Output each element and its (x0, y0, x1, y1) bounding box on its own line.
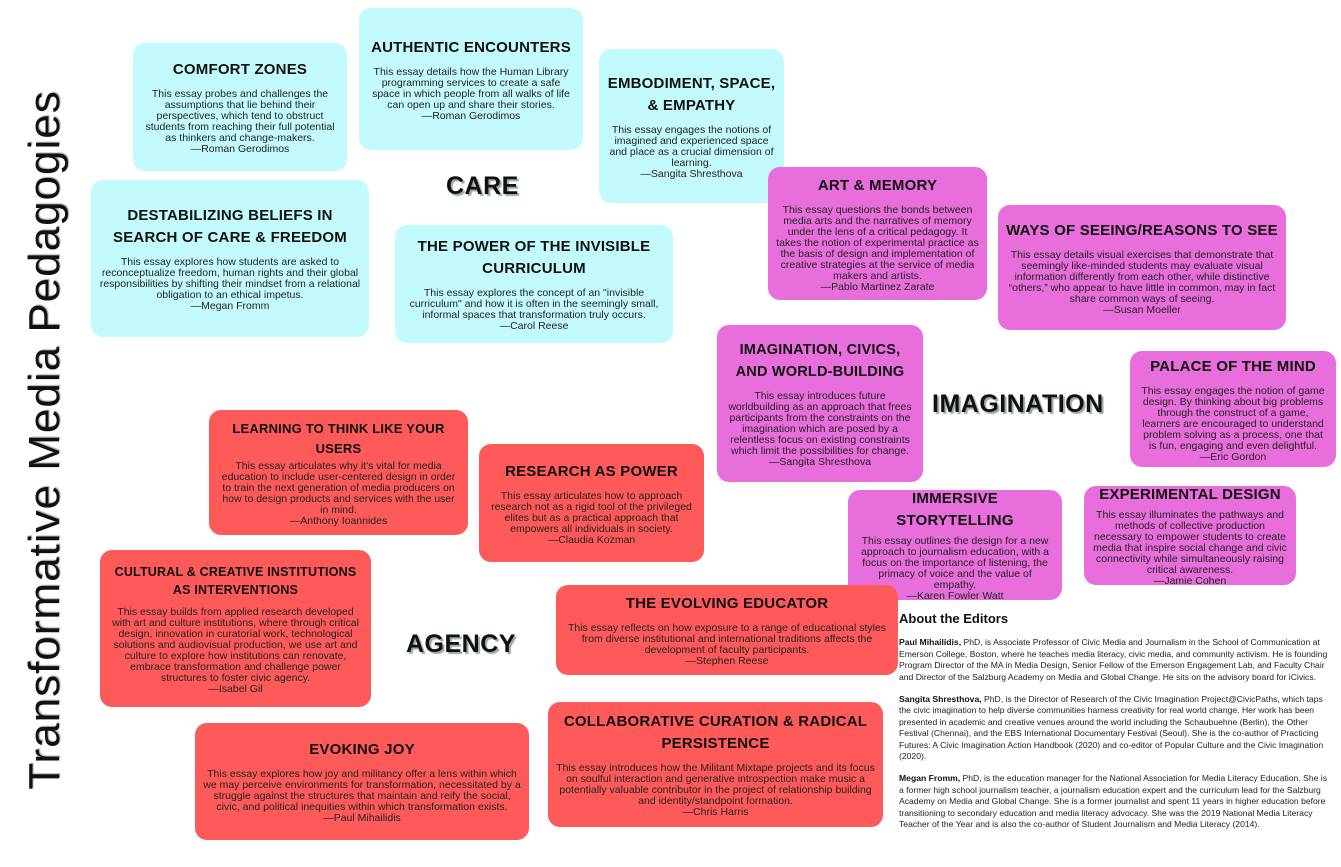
essay-author: —Megan Fromm (190, 300, 270, 312)
essay-title: EXPERIMENTAL DESIGN (1099, 486, 1281, 503)
essay-author: —Susan Moeller (1103, 303, 1181, 316)
essay-title: ART & MEMORY (817, 176, 938, 194)
essay-card-imagination: WAYS OF SEEING/REASONS TO SEE This essay … (998, 205, 1286, 330)
essay-card-imagination: IMMERSIVE STORYTELLING This essay outline… (848, 490, 1062, 602)
essay-title: COMFORT ZONES (172, 61, 308, 78)
essay-author: —Carol Reese (499, 320, 569, 332)
essay-title: IMAGINATION, CIVICS, AND WORLD-BUILDING (735, 342, 905, 380)
essay-title: THE POWER OF THE INVISIBLE CURRICULUM (417, 238, 651, 277)
page-title: Transformative Media Pedagogies (20, 90, 69, 790)
editor-name: Megan Fromm, (899, 773, 961, 784)
essay-card-imagination: EXPERIMENTAL DESIGN This essay illuminate… (1084, 486, 1296, 587)
essay-summary: This essay builds from applied research … (112, 605, 359, 684)
essay-card-imagination: PALACE OF THE MIND This essay engages the… (1130, 351, 1336, 467)
editor-name: Paul Mihailidis, (899, 637, 962, 648)
essay-author: —Jamie Cohen (1153, 575, 1227, 587)
essay-summary: This essay engages the notion of game de… (1141, 384, 1325, 452)
essay-summary: This essay details how the Human Library… (372, 65, 570, 111)
essay-title: IMMERSIVE STORYTELLING (896, 490, 1014, 529)
essay-author: —Claudia Kozman (547, 533, 636, 546)
essay-title: EMBODIMENT, SPACE, & EMPATHY (607, 74, 776, 114)
editor-bio: Sangita Shresthova, PhD, is the Director… (899, 694, 1329, 762)
essay-summary: This essay outlines the design for a new… (861, 535, 1049, 591)
essay-summary: This essay engages the notions of imagin… (609, 123, 774, 169)
essay-summary: This essay articulates how to approach r… (491, 489, 692, 535)
essay-summary: This essay articulates why it's vital fo… (221, 459, 456, 516)
essay-author: —Roman Gerodimos (190, 143, 290, 155)
essay-card-agency: EVOKING JOY This essay explores how joy a… (195, 723, 529, 840)
essay-card-care: EMBODIMENT, SPACE, & EMPATHY This essay e… (599, 49, 784, 203)
essay-author: —Karen Fowler Watt (906, 590, 1004, 602)
essay-author: —Sangita Shresthova (768, 456, 872, 468)
essay-summary: This essay explores the concept of an "i… (409, 287, 659, 321)
essay-card-care: THE POWER OF THE INVISIBLE CURRICULUM Thi… (395, 225, 673, 343)
essay-title: AUTHENTIC ENCOUNTERS (371, 38, 571, 56)
essay-author: —Pablo Martinez Zarate (820, 280, 935, 293)
essay-title: THE EVOLVING EDUCATOR (625, 595, 829, 612)
essay-summary: This essay probes and challenges the ass… (145, 88, 335, 144)
essay-card-agency: RESEARCH AS POWER This essay articulates … (479, 444, 704, 562)
essay-summary: This essay explores how students are ask… (99, 256, 361, 301)
editor-bio: Paul Mihailidis, PhD, is Associate Profe… (899, 637, 1329, 683)
theme-label-agency: AGENCY (406, 630, 516, 658)
essay-title: EVOKING JOY (309, 741, 415, 758)
essay-title: PALACE OF THE MIND (1150, 357, 1316, 375)
essay-author: —Eric Gordon (1199, 450, 1267, 463)
essay-summary: This essay illuminates the pathways and … (1093, 509, 1287, 576)
essay-card-agency: THE EVOLVING EDUCATOR This essay reflects… (556, 585, 898, 675)
essay-summary: This essay introduces how the Militant M… (556, 762, 875, 807)
essay-title: WAYS OF SEEING/REASONS TO SEE (1006, 221, 1278, 239)
theme-label-care: CARE (446, 172, 519, 200)
essay-summary: This essay questions the bonds between m… (776, 203, 979, 282)
essay-card-agency: CULTURAL & CREATIVE INSTITUTIONS AS INTE… (100, 550, 371, 707)
essay-card-agency: COLLABORATIVE CURATION & RADICAL PERSIST… (548, 702, 883, 827)
editor-bio-text: PhD, is Associate Professor of Civic Med… (899, 637, 1328, 682)
essay-summary: This essay introduces future worldbuildi… (728, 390, 912, 457)
essay-card-care: DESTABILIZING BELIEFS IN SEARCH OF CARE … (91, 180, 369, 337)
essay-card-care: AUTHENTIC ENCOUNTERS This essay details h… (359, 8, 583, 150)
essay-author: —Paul Mihailidis (323, 812, 401, 824)
editor-bio-text: PhD, is the Director of Research of the … (899, 694, 1324, 762)
essay-author: —Anthony Ioannides (289, 514, 388, 527)
essay-author: —Roman Gerodimos (421, 109, 521, 122)
essay-title: LEARNING TO THINK LIKE YOUR USERS (232, 420, 445, 456)
editor-bio-text: PhD, is the education manager for the Na… (899, 773, 1327, 830)
editor-name: Sangita Shresthova, (899, 694, 982, 705)
essay-title: CULTURAL & CREATIVE INSTITUTIONS AS INTE… (114, 564, 357, 597)
editors-heading: About the Editors (899, 611, 1009, 626)
editor-bio: Megan Fromm, PhD, is the education manag… (899, 773, 1329, 830)
essay-author: —Isabel Gil (208, 682, 263, 695)
essay-card-care: COMFORT ZONES This essay probes and chall… (133, 43, 347, 171)
essay-summary: This essay explores how joy and militanc… (203, 768, 521, 813)
essay-card-imagination: IMAGINATION, CIVICS, AND WORLD-BUILDING T… (717, 325, 923, 482)
theme-label-imagination: IMAGINATION (932, 390, 1104, 418)
essay-card-imagination: ART & MEMORY This essay questions the bon… (768, 167, 987, 300)
essay-summary: This essay details visual exercises that… (1008, 248, 1276, 305)
essay-title: DESTABILIZING BELIEFS IN SEARCH OF CARE … (113, 207, 347, 246)
essay-title: COLLABORATIVE CURATION & RADICAL PERSIST… (563, 713, 868, 752)
essay-author: —Sangita Shresthova (640, 167, 743, 180)
essay-author: —Chris Harris (682, 806, 749, 818)
about-the-editors: About the Editors Paul Mihailidis, PhD, … (899, 611, 1329, 842)
essay-title: RESEARCH AS POWER (505, 462, 678, 480)
essay-author: —Stephen Reese (685, 655, 769, 667)
essay-summary: This essay reflects on how exposure to a… (567, 622, 887, 656)
